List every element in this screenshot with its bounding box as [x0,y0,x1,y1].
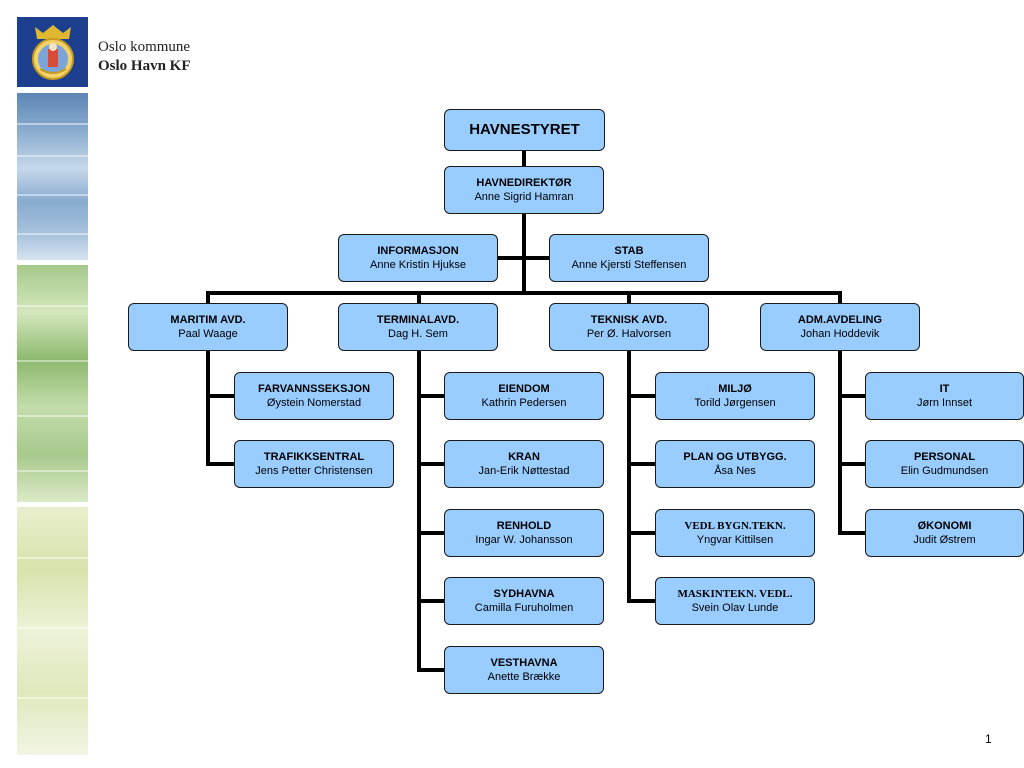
org-box-vesthavna: VESTHAVNA Anette Brække [444,646,604,694]
page-number: 1 [985,732,992,746]
org-box-person: Ingar W. Johansson [475,534,573,546]
org-box-title: KRAN [508,451,540,463]
org-box-title: FARVANNSSEKSJON [257,383,371,395]
org-box-maritim: MARITIM AVD. Paal Waage [128,303,288,351]
org-box-plan-og-utbygg: PLAN OG UTBYGG. Åsa Nes [655,440,815,488]
org-box-title: TERMINALAVD. [376,314,460,326]
org-box-title: HAVNEDIREKTØR [476,177,572,189]
org-box-title: STAB [614,245,644,257]
org-box-personal: PERSONAL Elin Gudmundsen [865,440,1024,488]
org-box-title: PLAN OG UTBYGG. [683,451,787,463]
org-box-farvannsseksjon: FARVANNSSEKSJON Øystein Nomerstad [234,372,394,420]
org-box-it: IT Jørn Innset [865,372,1024,420]
org-box-director: HAVNEDIREKTØR Anne Sigrid Hamran [444,166,604,214]
decorative-water-strip-yellow [17,507,88,755]
org-box-title: VESTHAVNA [490,657,558,669]
org-box-person: Svein Olav Lunde [691,602,779,614]
org-box-person: Anne Kristin Hjukse [370,259,466,271]
org-box-person: Åsa Nes [714,465,756,477]
org-box-title: VEDL BYGN.TEKN. [684,520,786,532]
org-box-person: Per Ø. Halvorsen [586,328,672,340]
org-box-person: Judit Østrem [913,534,976,546]
org-box-title: EIENDOM [498,383,550,395]
org-box-person: Anne Kjersti Steffensen [571,259,687,271]
org-line2: Oslo Havn KF [98,58,191,74]
org-box-informasjon: INFORMASJON Anne Kristin Hjukse [338,234,498,282]
coat-of-arms-graphic [31,25,74,80]
org-box-person: Øystein Nomerstad [266,397,362,409]
org-line1: Oslo kommune [98,39,191,55]
org-box-trafikksentral: TRAFIKKSENTRAL Jens Petter Christensen [234,440,394,488]
org-box-person: Yngvar Kittilsen [696,534,774,546]
org-box-person: Camilla Furuholmen [474,602,574,614]
org-box-title: MILJØ [718,383,752,395]
org-box-terminal: TERMINALAVD. Dag H. Sem [338,303,498,351]
org-box-title: ADM.AVDELING [797,314,883,326]
org-box-title: TEKNISK AVD. [590,314,668,326]
org-box-stab: STAB Anne Kjersti Steffensen [549,234,709,282]
org-box-person: Anette Brække [487,671,561,683]
org-box-person: Jørn Innset [916,397,973,409]
org-box-vedl-bygn-tekn: VEDL BYGN.TEKN. Yngvar Kittilsen [655,509,815,557]
org-box-title: HAVNESTYRET [469,121,580,138]
org-box-okonomi: ØKONOMI Judit Østrem [865,509,1024,557]
org-box-person: Dag H. Sem [388,328,448,340]
org-box-person: Kathrin Pedersen [481,397,567,409]
org-box-title: SYDHAVNA [493,588,555,600]
org-box-renhold: RENHOLD Ingar W. Johansson [444,509,604,557]
decorative-water-strip-green [17,265,88,502]
org-box-adm: ADM.AVDELING Johan Hoddevik [760,303,920,351]
org-box-person: Johan Hoddevik [800,328,880,340]
org-box-person: Paal Waage [178,328,238,340]
decorative-water-strip-blue [17,93,88,260]
org-box-sydhavna: SYDHAVNA Camilla Furuholmen [444,577,604,625]
org-box-title: MARITIM AVD. [170,314,246,326]
org-box-person: Jens Petter Christensen [255,465,373,477]
org-box-person: Elin Gudmundsen [900,465,989,477]
oslo-coat-of-arms-icon [17,17,88,87]
org-box-eiendom: EIENDOM Kathrin Pedersen [444,372,604,420]
org-box-title: TRAFIKKSENTRAL [263,451,365,463]
org-box-person: Jan-Erik Nøttestad [478,465,570,477]
org-box-title: MASKINTEKN. VEDL. [677,588,793,600]
org-box-title: RENHOLD [496,520,552,532]
org-box-maskintekn-vedl: MASKINTEKN. VEDL. Svein Olav Lunde [655,577,815,625]
org-box-miljo: MILJØ Torild Jørgensen [655,372,815,420]
org-box-title: IT [939,383,950,395]
org-box-teknisk: TEKNISK AVD. Per Ø. Halvorsen [549,303,709,351]
org-box-title: INFORMASJON [377,245,459,257]
org-box-title: ØKONOMI [917,520,972,532]
org-box-person: Torild Jørgensen [694,397,776,409]
organization-name: Oslo kommune Oslo Havn KF [98,38,191,76]
org-box-person: Anne Sigrid Hamran [474,191,574,203]
org-box-board: HAVNESTYRET [444,109,605,151]
org-box-kran: KRAN Jan-Erik Nøttestad [444,440,604,488]
org-box-title: PERSONAL [913,451,976,463]
